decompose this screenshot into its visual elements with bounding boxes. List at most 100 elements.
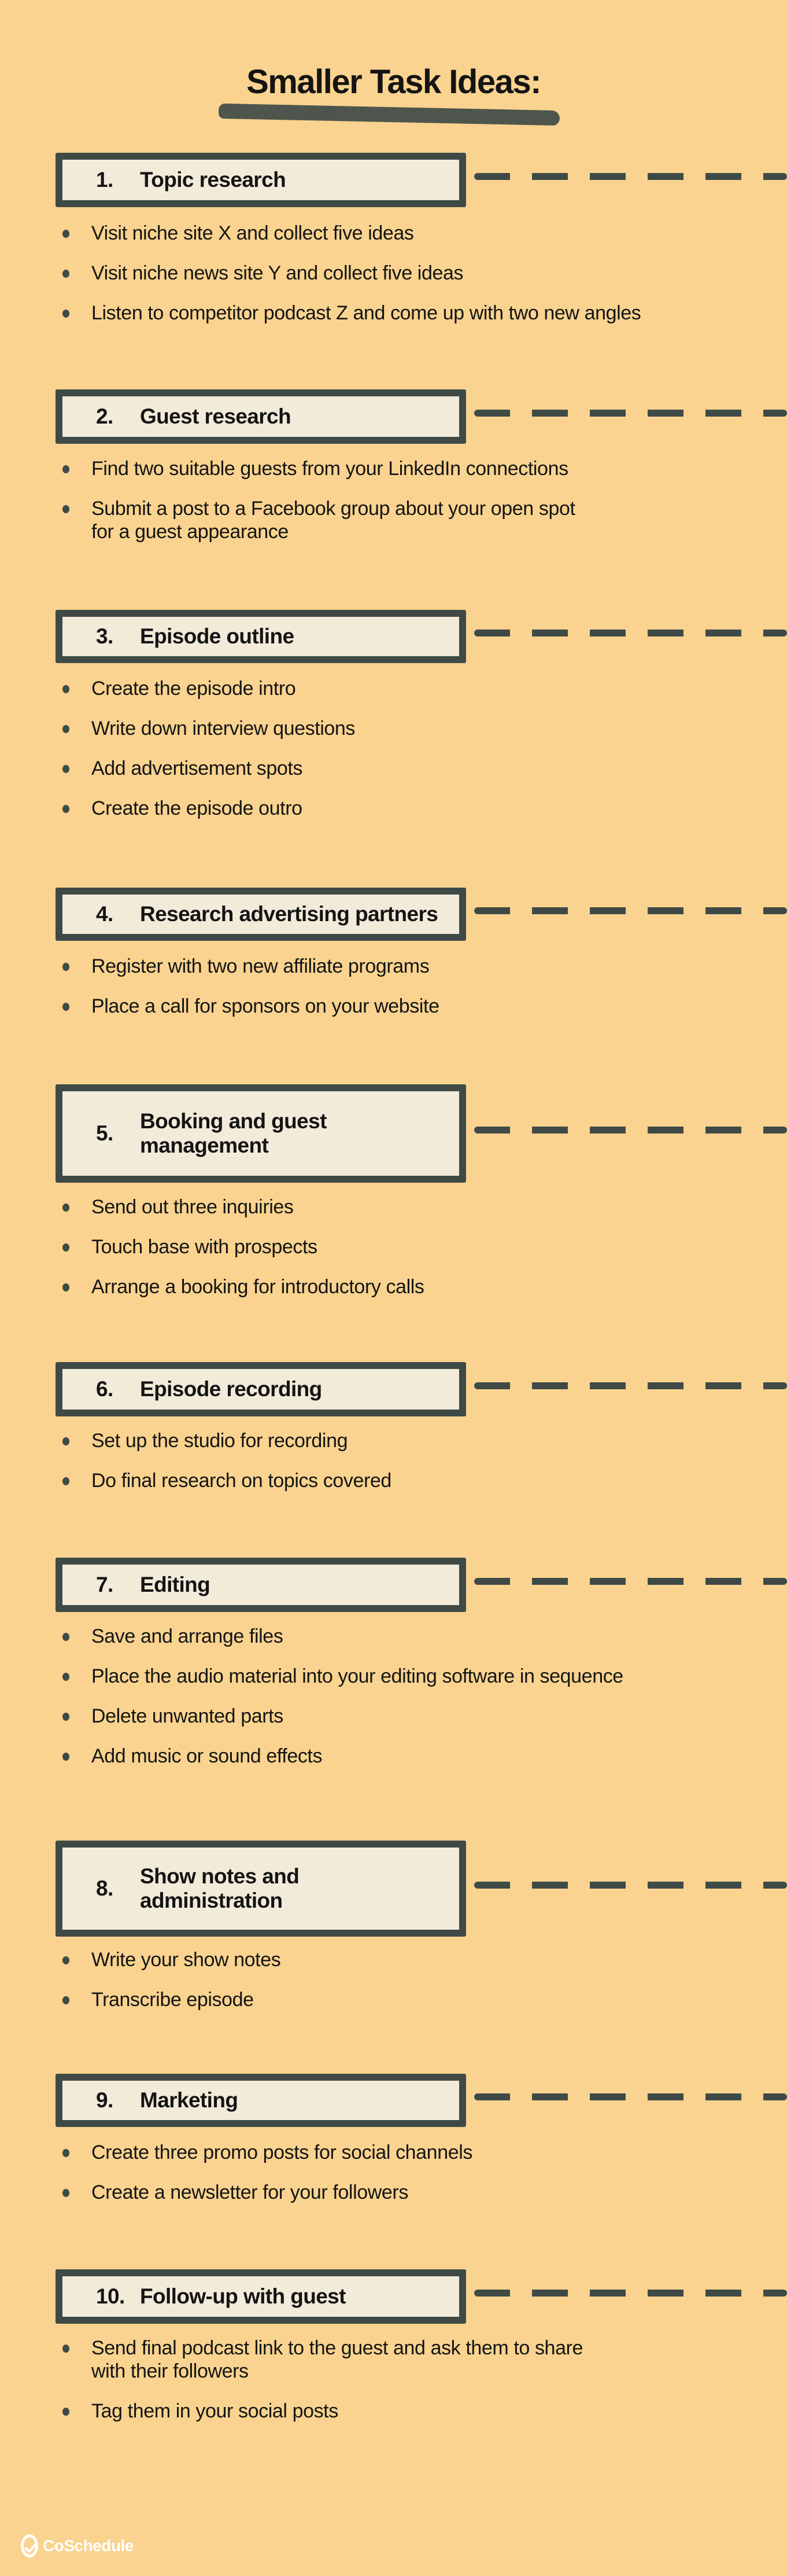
- bullet-icon: [62, 505, 69, 513]
- dashed-divider: [474, 1382, 787, 1389]
- list-item-text: Tag them in your social posts: [91, 2400, 338, 2422]
- list-item-text: Submit a post to a Facebook group about …: [91, 498, 575, 543]
- bullet-icon: [62, 1204, 69, 1212]
- bullet-icon: [62, 1003, 69, 1011]
- bullet-icon: [62, 1437, 69, 1445]
- section-title: Research advertising partners: [140, 902, 438, 926]
- list-item: Find two suitable guests from your Linke…: [62, 457, 583, 480]
- list-item-text: Create the episode intro: [91, 678, 296, 700]
- dashed-divider: [474, 1882, 787, 1889]
- task-list: Find two suitable guests from your Linke…: [62, 457, 583, 560]
- dashed-divider: [474, 173, 787, 180]
- coschedule-logo: CoSchedule: [21, 2534, 134, 2557]
- section-heading-box: 8.Show notes and administration: [56, 1841, 466, 1937]
- dashed-divider: [474, 907, 787, 914]
- section-heading-box: 6. Episode recording: [56, 1362, 466, 1416]
- bullet-icon: [62, 2345, 69, 2353]
- list-item: Create three promo posts for social chan…: [62, 2141, 727, 2164]
- list-item-text: Write your show notes: [91, 1949, 281, 1971]
- list-item-text: Create a newsletter for your followers: [91, 2181, 408, 2203]
- section-heading-box: 4. Research advertising partners: [56, 888, 466, 941]
- list-item-text: Send out three inquiries: [91, 1196, 294, 1218]
- bullet-icon: [62, 465, 69, 473]
- section-heading-box: 2.Guest research: [56, 389, 466, 444]
- list-item: Add music or sound effects: [62, 1745, 727, 1768]
- list-item-text: Touch base with prospects: [91, 1236, 317, 1258]
- section-number: 5.: [96, 1121, 113, 1145]
- bullet-icon: [62, 725, 69, 733]
- task-list: Send final podcast link to the guest and…: [62, 2336, 583, 2439]
- list-item-text: Save and arrange files: [91, 1625, 283, 1647]
- bullet-icon: [62, 1753, 69, 1761]
- section-number: 6.: [96, 1377, 113, 1401]
- bullet-icon: [62, 1673, 69, 1681]
- list-item-text: Add music or sound effects: [91, 1745, 323, 1767]
- section-heading-box: 5.Booking and guest management: [56, 1084, 466, 1183]
- section-title: Marketing: [140, 2088, 238, 2112]
- title-brush-underline: [218, 103, 560, 126]
- section-number: 2.: [96, 404, 113, 428]
- list-item-text: Create the episode outro: [91, 797, 302, 819]
- section-heading-box: 3.Episode outline: [56, 610, 466, 663]
- bullet-icon: [62, 1243, 69, 1252]
- section-number: 4.: [96, 902, 113, 926]
- logo-text: CoSchedule: [43, 2537, 134, 2555]
- bullet-icon: [62, 765, 69, 773]
- section-heading-box: 9. Marketing: [56, 2074, 466, 2127]
- list-item: Place a call for sponsors on your websit…: [62, 995, 727, 1018]
- list-item-text: Do final research on topics covered: [91, 1470, 391, 1492]
- list-item-text: Add advertisement spots: [91, 757, 302, 779]
- list-item: Create a newsletter for your followers: [62, 2181, 727, 2204]
- page-title: Smaller Task Ideas:: [246, 63, 541, 101]
- section-heading-box: 7. Editing: [56, 1558, 466, 1612]
- list-item: Visit niche site X and collect five idea…: [62, 222, 727, 245]
- list-item-text: Create three promo posts for social chan…: [91, 2141, 472, 2163]
- bullet-icon: [62, 2189, 69, 2197]
- bullet-icon: [62, 963, 69, 971]
- list-item-text: Place a call for sponsors on your websit…: [91, 995, 439, 1017]
- task-list: Create three promo posts for social chan…: [62, 2141, 727, 2221]
- section-number: 3.: [96, 624, 113, 648]
- section-title: Episode recording: [140, 1377, 322, 1401]
- section-title: Follow-up with guest: [140, 2284, 346, 2308]
- list-item-text: Visit niche news site Y and collect five…: [91, 262, 464, 284]
- dashed-divider: [474, 2093, 787, 2100]
- list-item-text: Set up the studio for recording: [91, 1430, 348, 1452]
- list-item-text: Register with two new affiliate programs: [91, 955, 430, 977]
- list-item: Submit a post to a Facebook group about …: [62, 497, 583, 543]
- bullet-icon: [62, 1713, 69, 1721]
- section-number: 9.: [96, 2088, 113, 2112]
- section-number: 8.: [96, 1876, 113, 1900]
- list-item: Send final podcast link to the guest and…: [62, 2336, 583, 2383]
- dashed-divider: [474, 630, 787, 636]
- section-number: 10.: [96, 2284, 125, 2308]
- list-item-text: Arrange a booking for introductory calls: [91, 1276, 424, 1298]
- list-item: Send out three inquiries: [62, 1195, 727, 1219]
- list-item-text: Find two suitable guests from your Linke…: [91, 458, 568, 480]
- list-item: Transcribe episode: [62, 1988, 727, 2011]
- bullet-icon: [62, 230, 69, 238]
- bullet-icon: [62, 1996, 69, 2004]
- list-item: Write down interview questions: [62, 717, 727, 740]
- bullet-icon: [62, 1283, 69, 1291]
- section-title: Topic research: [140, 168, 286, 192]
- dashed-divider: [474, 1127, 787, 1134]
- bullet-icon: [62, 1633, 69, 1641]
- list-item-text: Delete unwanted parts: [91, 1705, 283, 1727]
- list-item: Create the episode outro: [62, 797, 727, 820]
- list-item: Tag them in your social posts: [62, 2400, 583, 2423]
- section-number: 7.: [96, 1573, 113, 1596]
- bullet-icon: [62, 2149, 69, 2157]
- section-title: Editing: [140, 1573, 210, 1596]
- list-item: Delete unwanted parts: [62, 1705, 727, 1728]
- task-list: Visit niche site X and collect five idea…: [62, 222, 727, 341]
- list-item: Do final research on topics covered: [62, 1469, 727, 1492]
- bullet-icon: [62, 1956, 69, 1964]
- section-number: 1.: [96, 168, 113, 192]
- list-item: Create the episode intro: [62, 677, 727, 700]
- list-item-text: Send final podcast link to the guest and…: [91, 2337, 583, 2382]
- dashed-divider: [474, 1578, 787, 1585]
